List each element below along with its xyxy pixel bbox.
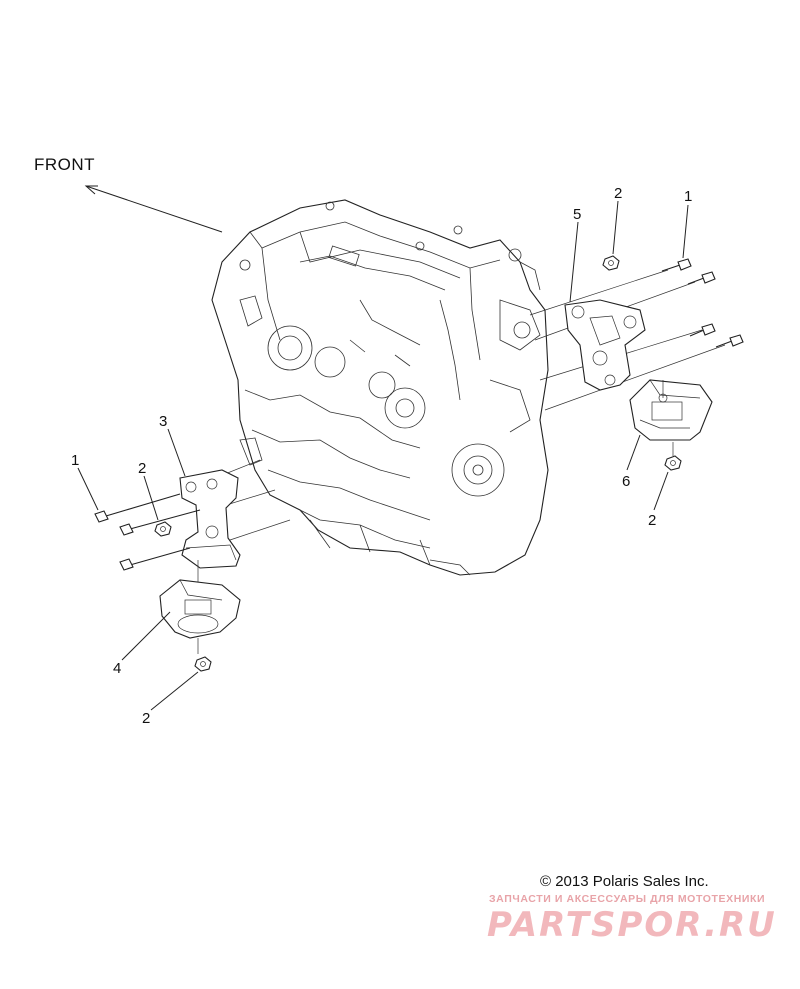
- callout-2-bottom: 2: [142, 710, 150, 727]
- callout-2-top-right: 2: [614, 185, 622, 202]
- bolt-left-3: [119, 547, 191, 571]
- nut-left-upper: [154, 521, 172, 537]
- callout-4: 4: [113, 660, 121, 677]
- bolt-right-4: [715, 334, 744, 348]
- callout-1-left: 1: [71, 452, 79, 469]
- callout-leaders: [77, 200, 689, 711]
- callout-5: 5: [573, 206, 581, 223]
- front-arrow: [85, 185, 223, 233]
- front-label: FRONT: [34, 155, 95, 174]
- copyright-notice: © 2013 Polaris Sales Inc.: [540, 873, 709, 890]
- bolt-right-1: [661, 258, 692, 272]
- nut-right-bottom: [664, 442, 682, 471]
- callout-1-right: 1: [684, 188, 692, 205]
- right-engine-mount: [629, 379, 713, 441]
- bolt-right-2: [687, 271, 716, 285]
- front-direction-indicator: FRONT: [34, 155, 223, 233]
- watermark-logo: PARTSPOR.RU: [487, 905, 777, 945]
- bolt-right-3: [689, 323, 716, 337]
- right-engine-bracket: [564, 299, 646, 391]
- callout-numbers: 1 2 5 6 2 3 1 2 4 2: [71, 185, 692, 727]
- watermark-subtitle: ЗАПЧАСТИ И АКСЕССУАРЫ ДЛЯ МОТОТЕХНИКИ: [489, 893, 766, 905]
- callout-2-right-lower: 2: [648, 512, 656, 529]
- bolt-left-1: [94, 493, 181, 523]
- left-mount-bolts: [94, 493, 201, 571]
- callout-3: 3: [159, 413, 167, 430]
- engine-block: [211, 199, 549, 576]
- callout-6: 6: [622, 473, 630, 490]
- left-engine-mount: [159, 560, 241, 654]
- nut-left-bottom: [194, 656, 212, 672]
- left-engine-bracket: [179, 469, 241, 569]
- bolt-left-2: [119, 509, 201, 536]
- front-arrow-head: [84, 185, 98, 195]
- callout-2-left: 2: [138, 460, 146, 477]
- nut-right-top: [602, 255, 620, 271]
